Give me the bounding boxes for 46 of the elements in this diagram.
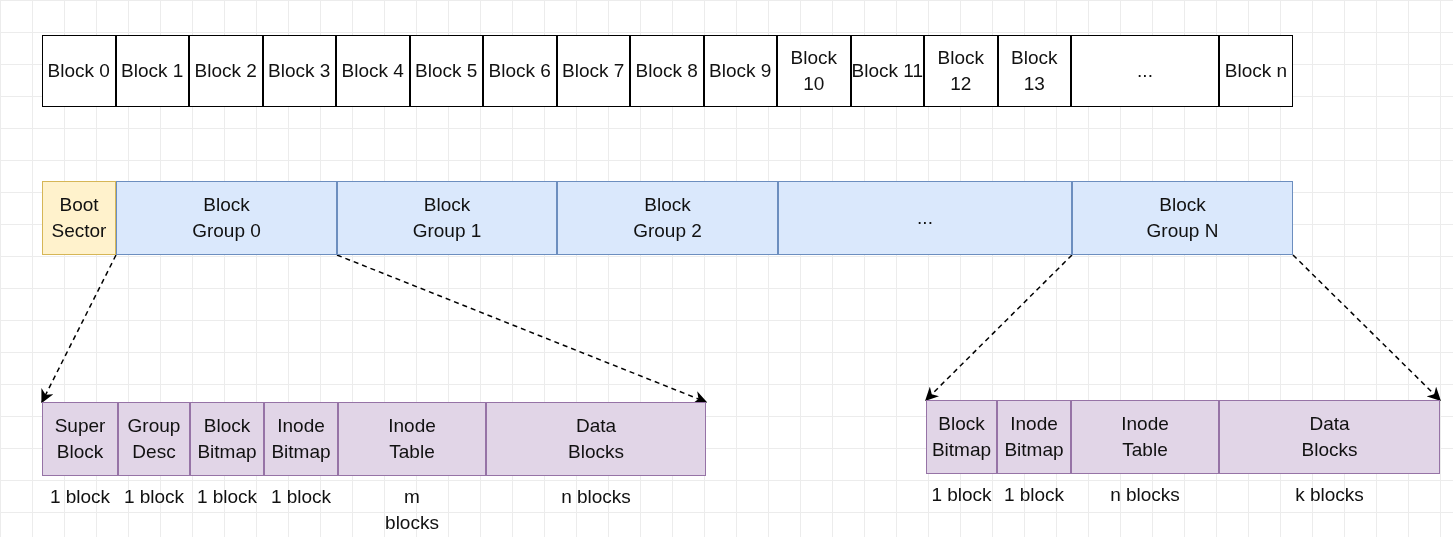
block-cell: Block 9 bbox=[703, 35, 777, 107]
size-label: n blocks bbox=[561, 485, 631, 509]
structure-cell: Data Blocks bbox=[1219, 400, 1440, 474]
boot-sector-box: Boot Sector bbox=[42, 181, 116, 255]
block-group-box: Block Group 0 bbox=[116, 181, 337, 255]
structure-cell: Group Desc bbox=[118, 402, 190, 476]
block-cell: Block 7 bbox=[556, 35, 630, 107]
structure-cell: Data Blocks bbox=[486, 402, 706, 476]
dashed-arrow bbox=[336, 254, 708, 404]
structure-cell: Inode Bitmap bbox=[997, 400, 1071, 474]
block-cell: Block 0 bbox=[42, 35, 116, 107]
size-label: m blocks bbox=[384, 485, 440, 535]
block-cell: Block 5 bbox=[409, 35, 483, 107]
size-label: 1 block bbox=[931, 483, 992, 507]
block-cell: Block n bbox=[1219, 35, 1293, 107]
block-cell: Block 8 bbox=[630, 35, 704, 107]
structure-cell: Super Block bbox=[42, 402, 118, 476]
block-group-box: ... bbox=[778, 181, 1072, 255]
block-cell: Block 4 bbox=[336, 35, 410, 107]
structure-cell: Inode Table bbox=[338, 402, 486, 476]
size-label: 1 block bbox=[123, 485, 185, 509]
block-cell: Block 6 bbox=[483, 35, 557, 107]
size-label: n blocks bbox=[1110, 483, 1180, 507]
dashed-arrow bbox=[1292, 254, 1441, 401]
block-group-box: Block Group 1 bbox=[337, 181, 557, 255]
size-label: 1 block bbox=[196, 485, 258, 509]
block-cell: Block 12 bbox=[924, 35, 998, 107]
block-cell: Block 11 bbox=[850, 35, 924, 107]
block-cell: Block 13 bbox=[997, 35, 1071, 107]
block-cell: Block 3 bbox=[262, 35, 336, 107]
dashed-arrow bbox=[41, 254, 117, 404]
size-label: 1 block bbox=[1003, 483, 1065, 507]
block-group-box: Block Group N bbox=[1072, 181, 1293, 255]
block-cell: Block 1 bbox=[115, 35, 189, 107]
dashed-arrow bbox=[925, 254, 1073, 401]
size-label: k blocks bbox=[1295, 483, 1364, 507]
structure-cell: Inode Bitmap bbox=[264, 402, 338, 476]
structure-cell: Inode Table bbox=[1071, 400, 1219, 474]
size-label: 1 block bbox=[49, 485, 111, 509]
block-cell: Block 2 bbox=[189, 35, 263, 107]
structure-cell: Block Bitmap bbox=[926, 400, 997, 474]
size-label: 1 block bbox=[270, 485, 332, 509]
block-cell: Block 10 bbox=[777, 35, 851, 107]
block-cell: ... bbox=[1071, 35, 1219, 107]
structure-cell: Block Bitmap bbox=[190, 402, 264, 476]
block-group-box: Block Group 2 bbox=[557, 181, 778, 255]
